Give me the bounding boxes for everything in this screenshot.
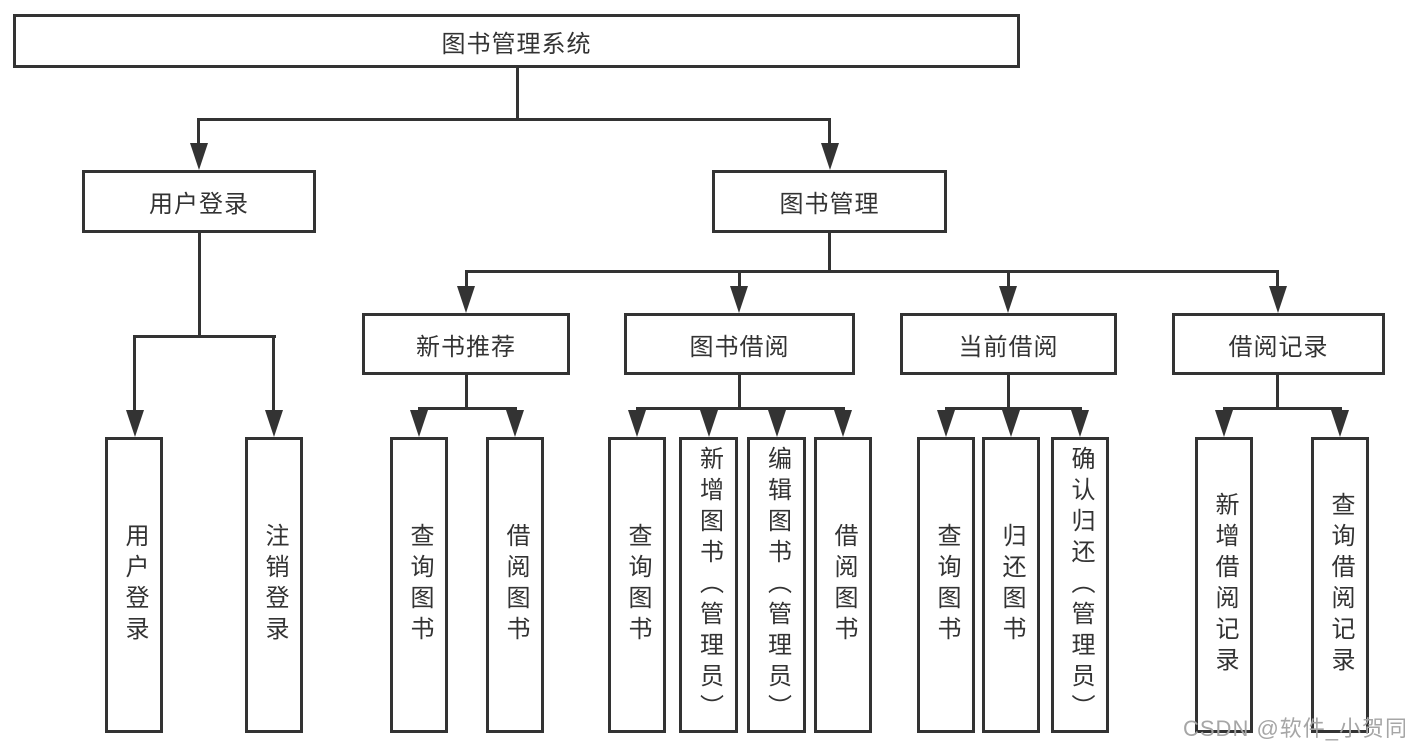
- arrowhead-down: [1215, 410, 1233, 437]
- node-label: 用户登录: [149, 191, 249, 218]
- arrowhead-down: [730, 286, 748, 313]
- leaf-query-books-borrow: 查询图书: [608, 437, 666, 733]
- connector-vline: [465, 375, 468, 409]
- leaf-label: 归还图书: [998, 523, 1025, 647]
- connector-vline: [1276, 375, 1279, 409]
- connector-vline: [828, 233, 831, 273]
- connector-hline: [197, 118, 831, 121]
- node-book-borrowing: 图书借阅: [624, 313, 855, 375]
- node-user-login: 用户登录: [82, 170, 316, 233]
- arrowhead-down: [1071, 410, 1089, 437]
- connector-vline: [197, 118, 200, 148]
- arrowhead-down: [190, 143, 208, 170]
- connector-hline: [945, 407, 1082, 410]
- connector-vline: [198, 233, 201, 338]
- leaf-add-borrow-record: 新增借阅记录: [1195, 437, 1253, 733]
- arrowhead-down: [1269, 286, 1287, 313]
- connector-vline: [516, 67, 519, 120]
- node-new-book-recommendation: 新书推荐: [362, 313, 570, 375]
- node-label: 新书推荐: [416, 333, 516, 361]
- arrowhead-down: [457, 286, 475, 313]
- leaf-label: 编辑图书（管理员）: [763, 445, 791, 725]
- node-label: 图书管理系统: [441, 30, 592, 58]
- leaf-label: 查询图书: [933, 523, 960, 647]
- arrowhead-down: [265, 410, 283, 437]
- arrowhead-down: [834, 410, 852, 437]
- leaf-label: 借阅图书: [502, 523, 529, 647]
- connector-vline: [465, 270, 468, 290]
- leaf-label: 新增图书（管理员）: [695, 445, 723, 725]
- watermark: CSDN @软件_小贺同学: [1183, 716, 1405, 741]
- node-book-management: 图书管理: [712, 170, 947, 233]
- leaf-logout: 注销登录: [245, 437, 303, 733]
- leaf-label: 用户登录: [121, 523, 148, 647]
- connector-vline: [738, 270, 741, 290]
- arrowhead-down: [700, 410, 718, 437]
- leaf-add-books-admin: 新增图书（管理员）: [679, 437, 738, 733]
- arrowhead-down: [506, 410, 524, 437]
- leaf-label: 借阅图书: [830, 523, 857, 647]
- connector-hline: [418, 407, 517, 410]
- connector-vline: [828, 118, 831, 148]
- arrowhead-down: [821, 143, 839, 170]
- connector-vline: [133, 335, 136, 415]
- connector-vline: [1276, 270, 1279, 290]
- arrowhead-down: [768, 410, 786, 437]
- connector-vline: [738, 375, 741, 409]
- leaf-query-borrow-record: 查询借阅记录: [1311, 437, 1369, 733]
- node-label: 当前借阅: [958, 333, 1059, 361]
- leaf-query-books-recommend: 查询图书: [390, 437, 448, 733]
- node-borrowing-records: 借阅记录: [1172, 313, 1385, 375]
- leaf-label: 查询图书: [624, 523, 651, 647]
- connector-vline: [1007, 270, 1010, 290]
- connector-hline: [133, 335, 276, 338]
- arrowhead-down: [1331, 410, 1349, 437]
- connector-hline: [465, 270, 1279, 273]
- node-label: 图书管理: [779, 191, 880, 218]
- arrowhead-down: [999, 286, 1017, 313]
- leaf-edit-books-admin: 编辑图书（管理员）: [747, 437, 806, 733]
- arrowhead-down: [628, 410, 646, 437]
- leaf-label: 确认归还（管理员）: [1067, 445, 1094, 725]
- connector-vline: [1007, 375, 1010, 409]
- node-root-library-system: 图书管理系统: [13, 14, 1020, 68]
- leaf-label: 查询借阅记录: [1327, 492, 1354, 678]
- node-label: 图书借阅: [689, 333, 790, 361]
- connector-hline: [1223, 407, 1342, 410]
- arrowhead-down: [126, 410, 144, 437]
- leaf-label: 新增借阅记录: [1211, 492, 1238, 678]
- connector-vline: [272, 335, 275, 415]
- leaf-confirm-return-admin: 确认归还（管理员）: [1051, 437, 1109, 733]
- leaf-borrow-books: 借阅图书: [814, 437, 872, 733]
- leaf-user-login: 用户登录: [105, 437, 163, 733]
- node-current-borrowing: 当前借阅: [900, 313, 1117, 375]
- leaf-label: 查询图书: [406, 523, 433, 647]
- leaf-query-books-current: 查询图书: [917, 437, 975, 733]
- arrowhead-down: [937, 410, 955, 437]
- leaf-label: 注销登录: [261, 523, 288, 647]
- arrowhead-down: [1002, 410, 1020, 437]
- connector-hline: [636, 407, 845, 410]
- arrowhead-down: [410, 410, 428, 437]
- leaf-borrow-books-recommend: 借阅图书: [486, 437, 544, 733]
- leaf-return-books: 归还图书: [982, 437, 1040, 733]
- node-label: 借阅记录: [1228, 333, 1329, 361]
